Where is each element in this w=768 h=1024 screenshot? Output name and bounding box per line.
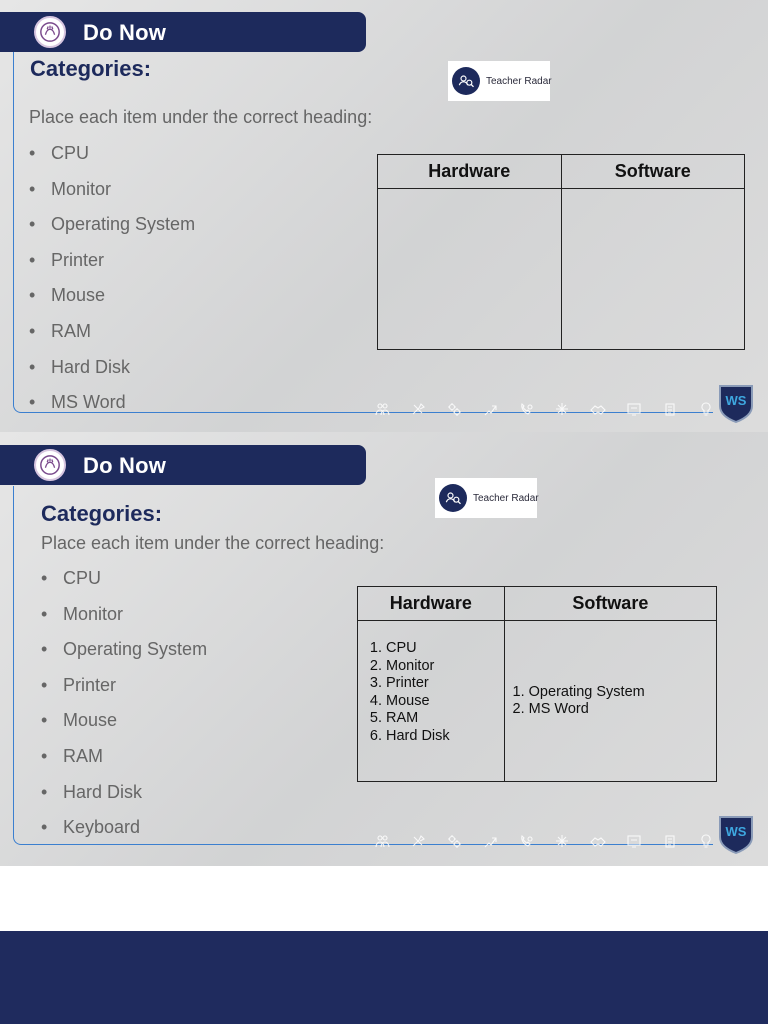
hardware-cell[interactable] [377,188,562,350]
slide-frame [13,486,713,845]
radar-icon [452,67,480,95]
list-item: CPU [29,143,195,179]
item-list: CPU Monitor Operating System Printer Mou… [29,143,195,428]
list-item: CPU [386,640,504,658]
radar-icon [439,484,467,512]
list-item: Printer [29,250,195,286]
footer-bar [0,931,768,1024]
phone-icon [508,400,544,418]
gears-icon [436,832,472,850]
list-item: RAM [386,710,504,728]
category-table: Hardware Software CPU Monitor Printer Mo… [357,586,718,782]
list-item: Monitor [41,604,207,640]
clipboard-icon [652,832,688,850]
list-item: Mouse [41,710,207,746]
list-item: RAM [41,746,207,782]
list-item: Hard Disk [29,357,195,393]
software-cell[interactable]: Operating System MS Word [503,620,718,782]
list-item: Hard Disk [41,782,207,818]
handshake-icon [580,400,616,418]
list-item: Monitor [29,179,195,215]
list-item: Hard Disk [386,728,504,746]
list-item: Mouse [29,285,195,321]
tools-icon [400,400,436,418]
phone-icon [508,832,544,850]
teacher-radar-badge: Teacher Radar [435,478,539,518]
clipboard-icon [652,400,688,418]
hardware-answer-list: CPU Monitor Printer Mouse RAM Hard Disk [358,640,504,745]
software-cell[interactable] [560,188,745,350]
software-header: Software [503,586,718,621]
value-icons-row [364,400,724,418]
banner-title: Do Now [83,20,167,45]
handshake-icon [580,832,616,850]
list-item: Keyboard [41,817,207,853]
teacher-radar-badge: Teacher Radar [448,61,552,101]
list-item: Printer [41,675,207,711]
people-icon [364,400,400,418]
slide-2: Do Now Categories: Place each item under… [0,432,768,866]
screen-icon [616,832,652,850]
section-heading: Categories: [41,501,163,526]
shield-text: WS [726,393,747,408]
gears-icon [436,400,472,418]
hand-icon [472,400,508,418]
badge-label: Teacher Radar [473,492,539,504]
ws-shield-logo: WS [718,814,754,855]
do-now-banner: Do Now [0,12,366,52]
list-item: CPU [41,568,207,604]
badge-label: Teacher Radar [486,75,552,87]
sparkle-icon [544,832,580,850]
software-answer-list: Operating System MS Word [505,684,716,719]
list-item: MS Word [29,392,195,428]
category-table: Hardware Software [377,154,745,350]
screen-icon [616,400,652,418]
list-item: MS Word [529,701,716,719]
banner-title: Do Now [83,453,167,478]
hand-icon [472,832,508,850]
bulb-icon [688,832,724,850]
school-logo-icon [34,449,66,481]
people-icon [364,832,400,850]
do-now-banner: Do Now [0,445,366,485]
section-heading: Categories: [30,56,152,81]
list-item: Printer [386,675,504,693]
hardware-header: Hardware [377,154,562,189]
tools-icon [400,832,436,850]
value-icons-row [364,832,724,850]
sparkle-icon [544,400,580,418]
hardware-header: Hardware [357,586,505,621]
shield-text: WS [726,824,747,839]
list-item: Mouse [386,693,504,711]
list-item: Operating System [29,214,195,250]
software-header: Software [560,154,745,189]
item-list: CPU Monitor Operating System Printer Mou… [41,568,207,853]
list-item: RAM [29,321,195,357]
school-logo-icon [34,16,66,48]
list-item: Monitor [386,658,504,676]
list-item: Operating System [41,639,207,675]
list-item: Operating System [529,684,716,702]
instruction-text: Place each item under the correct headin… [29,107,373,127]
instruction-text: Place each item under the correct headin… [41,533,385,553]
slide-frame [13,52,713,413]
slide-1: Do Now Categories: Place each item under… [0,0,768,432]
hardware-cell[interactable]: CPU Monitor Printer Mouse RAM Hard Disk [357,620,505,782]
bulb-icon [688,400,724,418]
ws-shield-logo: WS [718,383,754,424]
